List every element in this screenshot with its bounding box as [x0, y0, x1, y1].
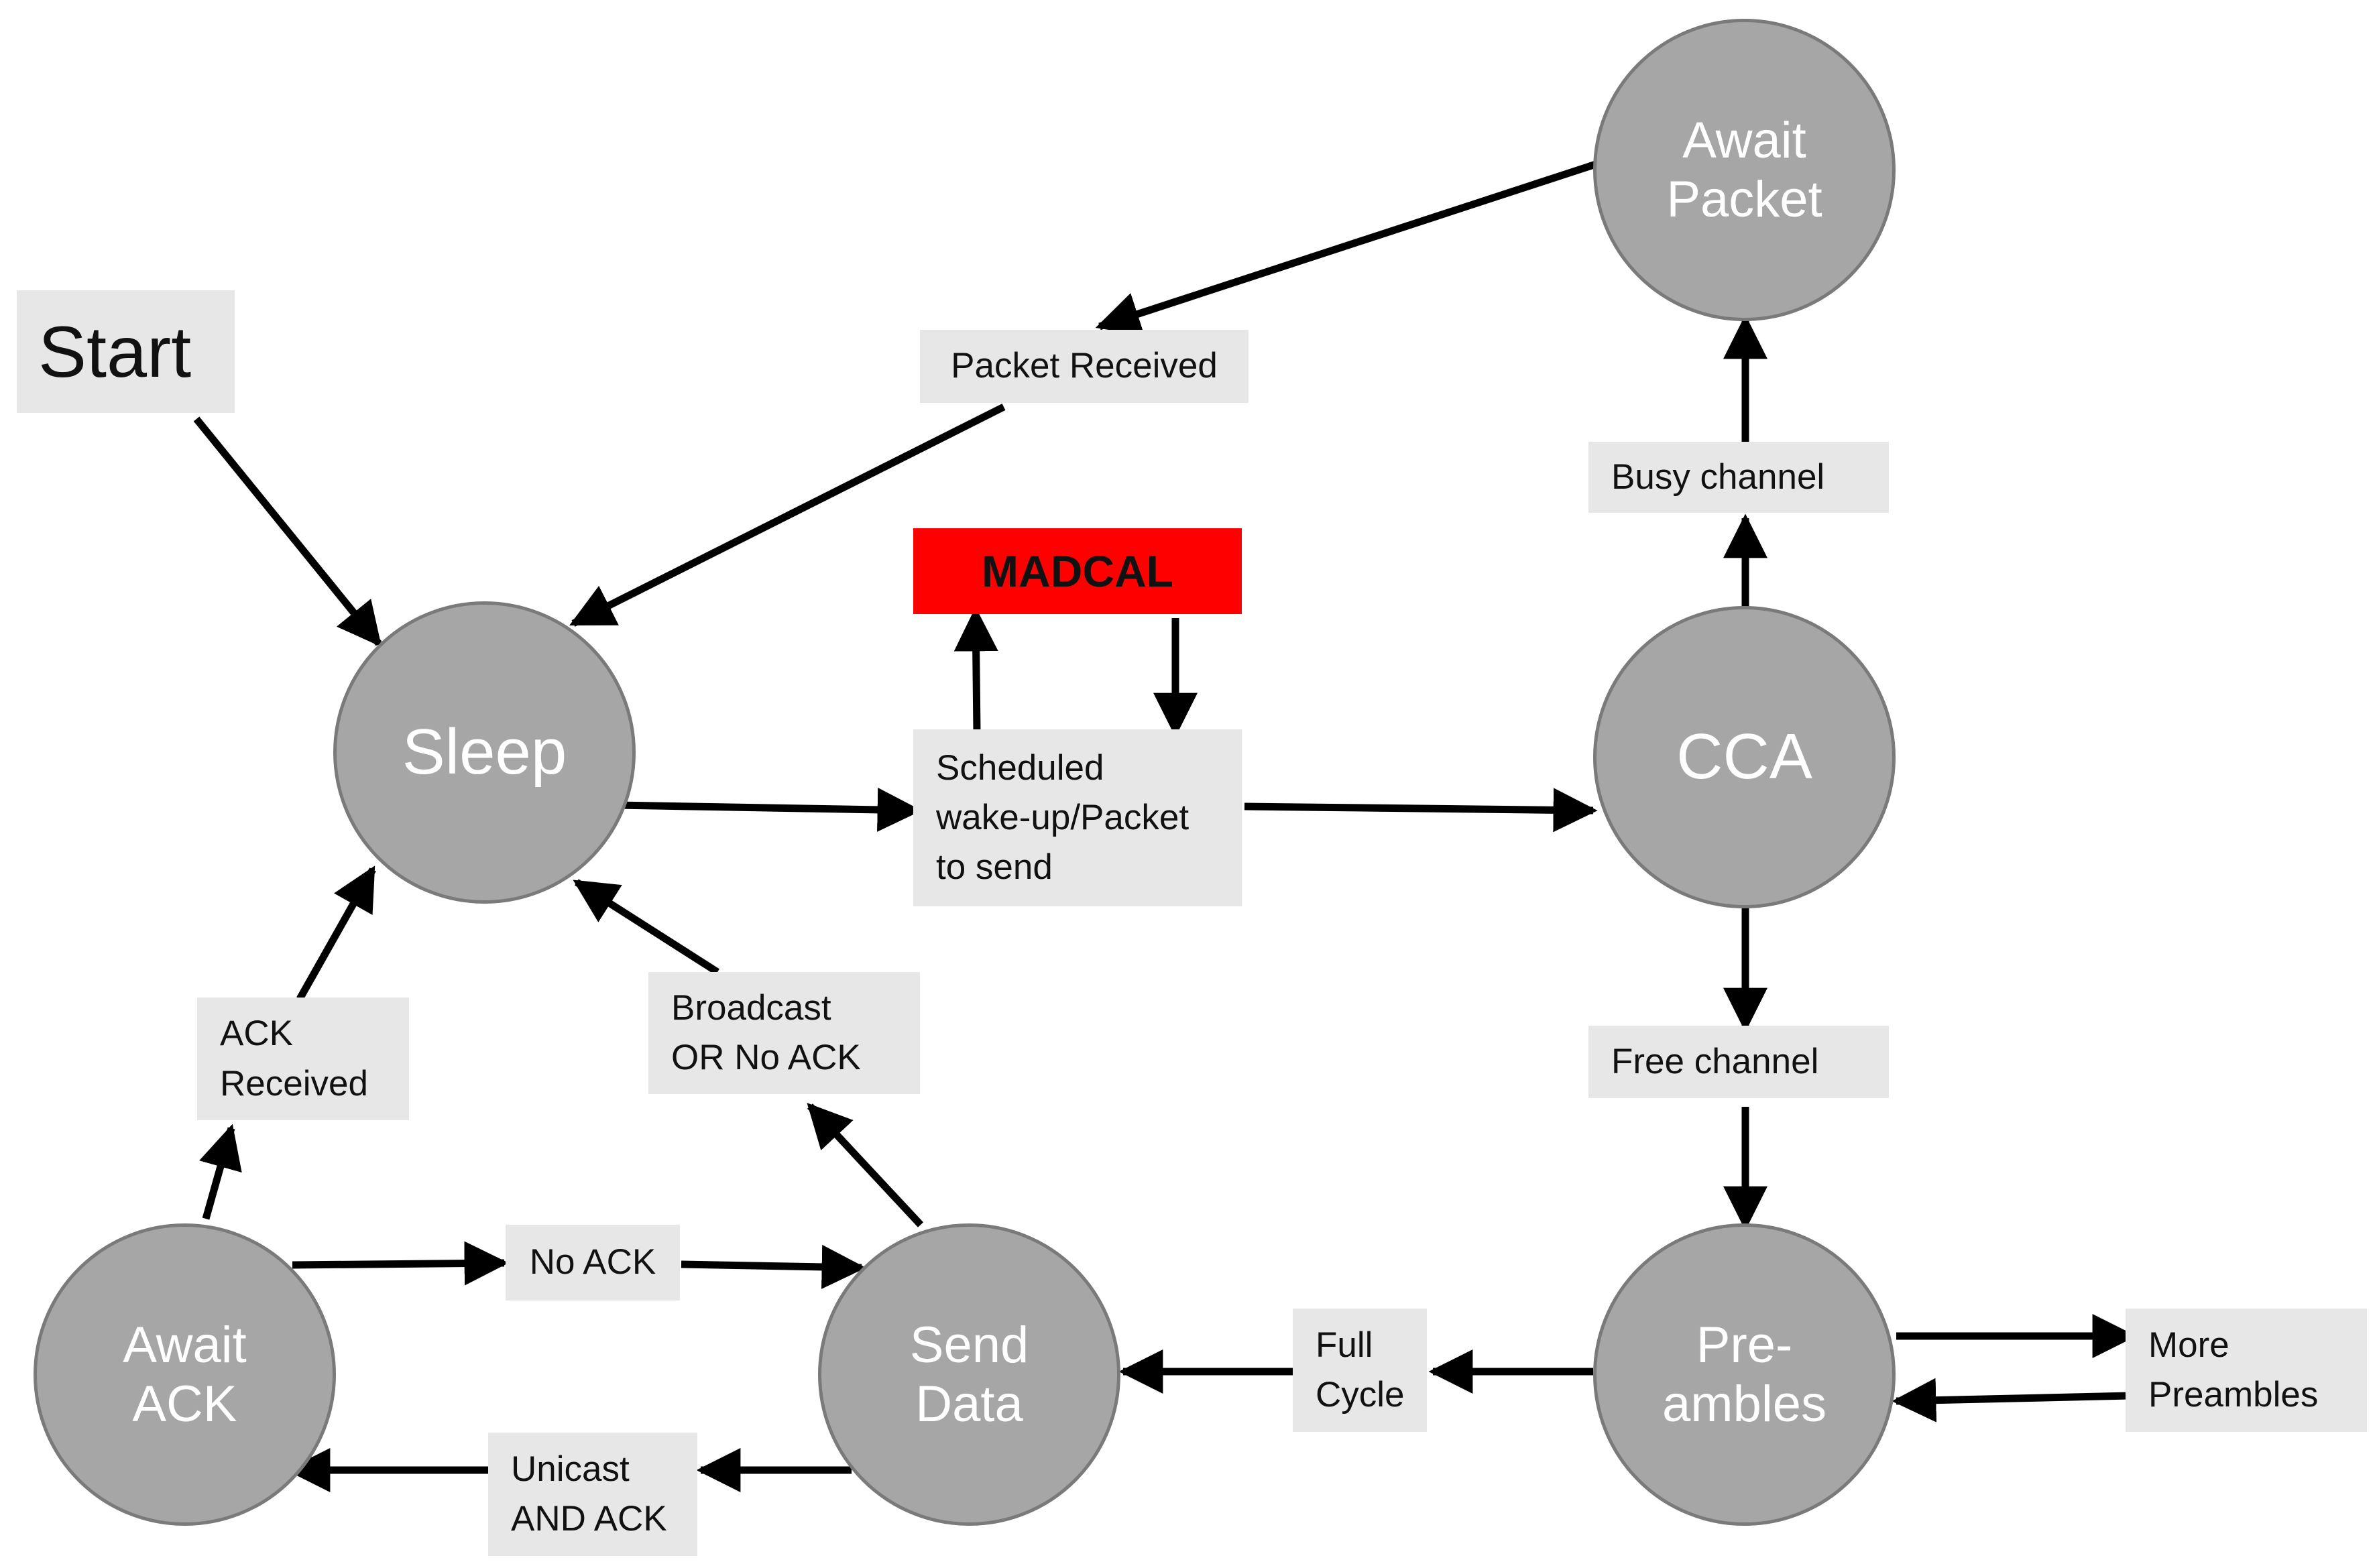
label-busy-channel: Busy channel	[1588, 442, 1889, 513]
label-scheduled-wakeup: Scheduled wake-up/Packet to send	[913, 729, 1242, 906]
label-broadcast-or-no-ack: Broadcast OR No ACK	[648, 972, 920, 1094]
arrow-broadcast-to-sleep	[573, 879, 719, 975]
madcal-box: MADCAL	[913, 528, 1242, 614]
label-unicast-and-ack: Unicast AND ACK	[488, 1433, 697, 1556]
label-packet-received: Packet Received	[920, 330, 1249, 403]
arrow-morepreambles-to-preambles	[1892, 1378, 2132, 1423]
label-free-channel: Free channel	[1588, 1026, 1889, 1098]
arrow-ackreceived-to-sleep	[296, 865, 376, 1001]
arrow-scheduled-to-madcal	[953, 607, 998, 733]
arrow-noack-to-senddata	[681, 1244, 866, 1289]
state-sleep: Sleep	[333, 601, 636, 904]
arrow-awaitack-to-noack	[292, 1241, 509, 1286]
state-cca: CCA	[1593, 606, 1896, 908]
label-no-ack: No ACK	[506, 1225, 680, 1301]
state-send-data: Send Data	[818, 1223, 1120, 1526]
arrow-sleep-to-scheduled	[616, 787, 922, 832]
arrow-senddata-to-broadcast	[807, 1103, 924, 1227]
arrow-scheduled-to-cca	[1244, 788, 1598, 833]
arrow-awaitpacket-to-packetreceived	[1095, 160, 1599, 335]
arrow-awaitack-to-ackreceived	[199, 1124, 242, 1220]
arrow-start-to-sleep	[193, 416, 382, 648]
label-more-preambles: More Preambles	[2126, 1309, 2367, 1432]
state-preambles: Pre- ambles	[1593, 1223, 1896, 1526]
state-await-packet: Await Packet	[1593, 19, 1896, 321]
label-full-cycle: Full Cycle	[1293, 1309, 1427, 1432]
label-ack-received: ACK Received	[197, 998, 409, 1120]
arrow-packetreceived-to-sleep	[569, 404, 1006, 627]
state-await-ack: Await ACK	[34, 1223, 336, 1526]
start-label: Start	[17, 290, 235, 413]
